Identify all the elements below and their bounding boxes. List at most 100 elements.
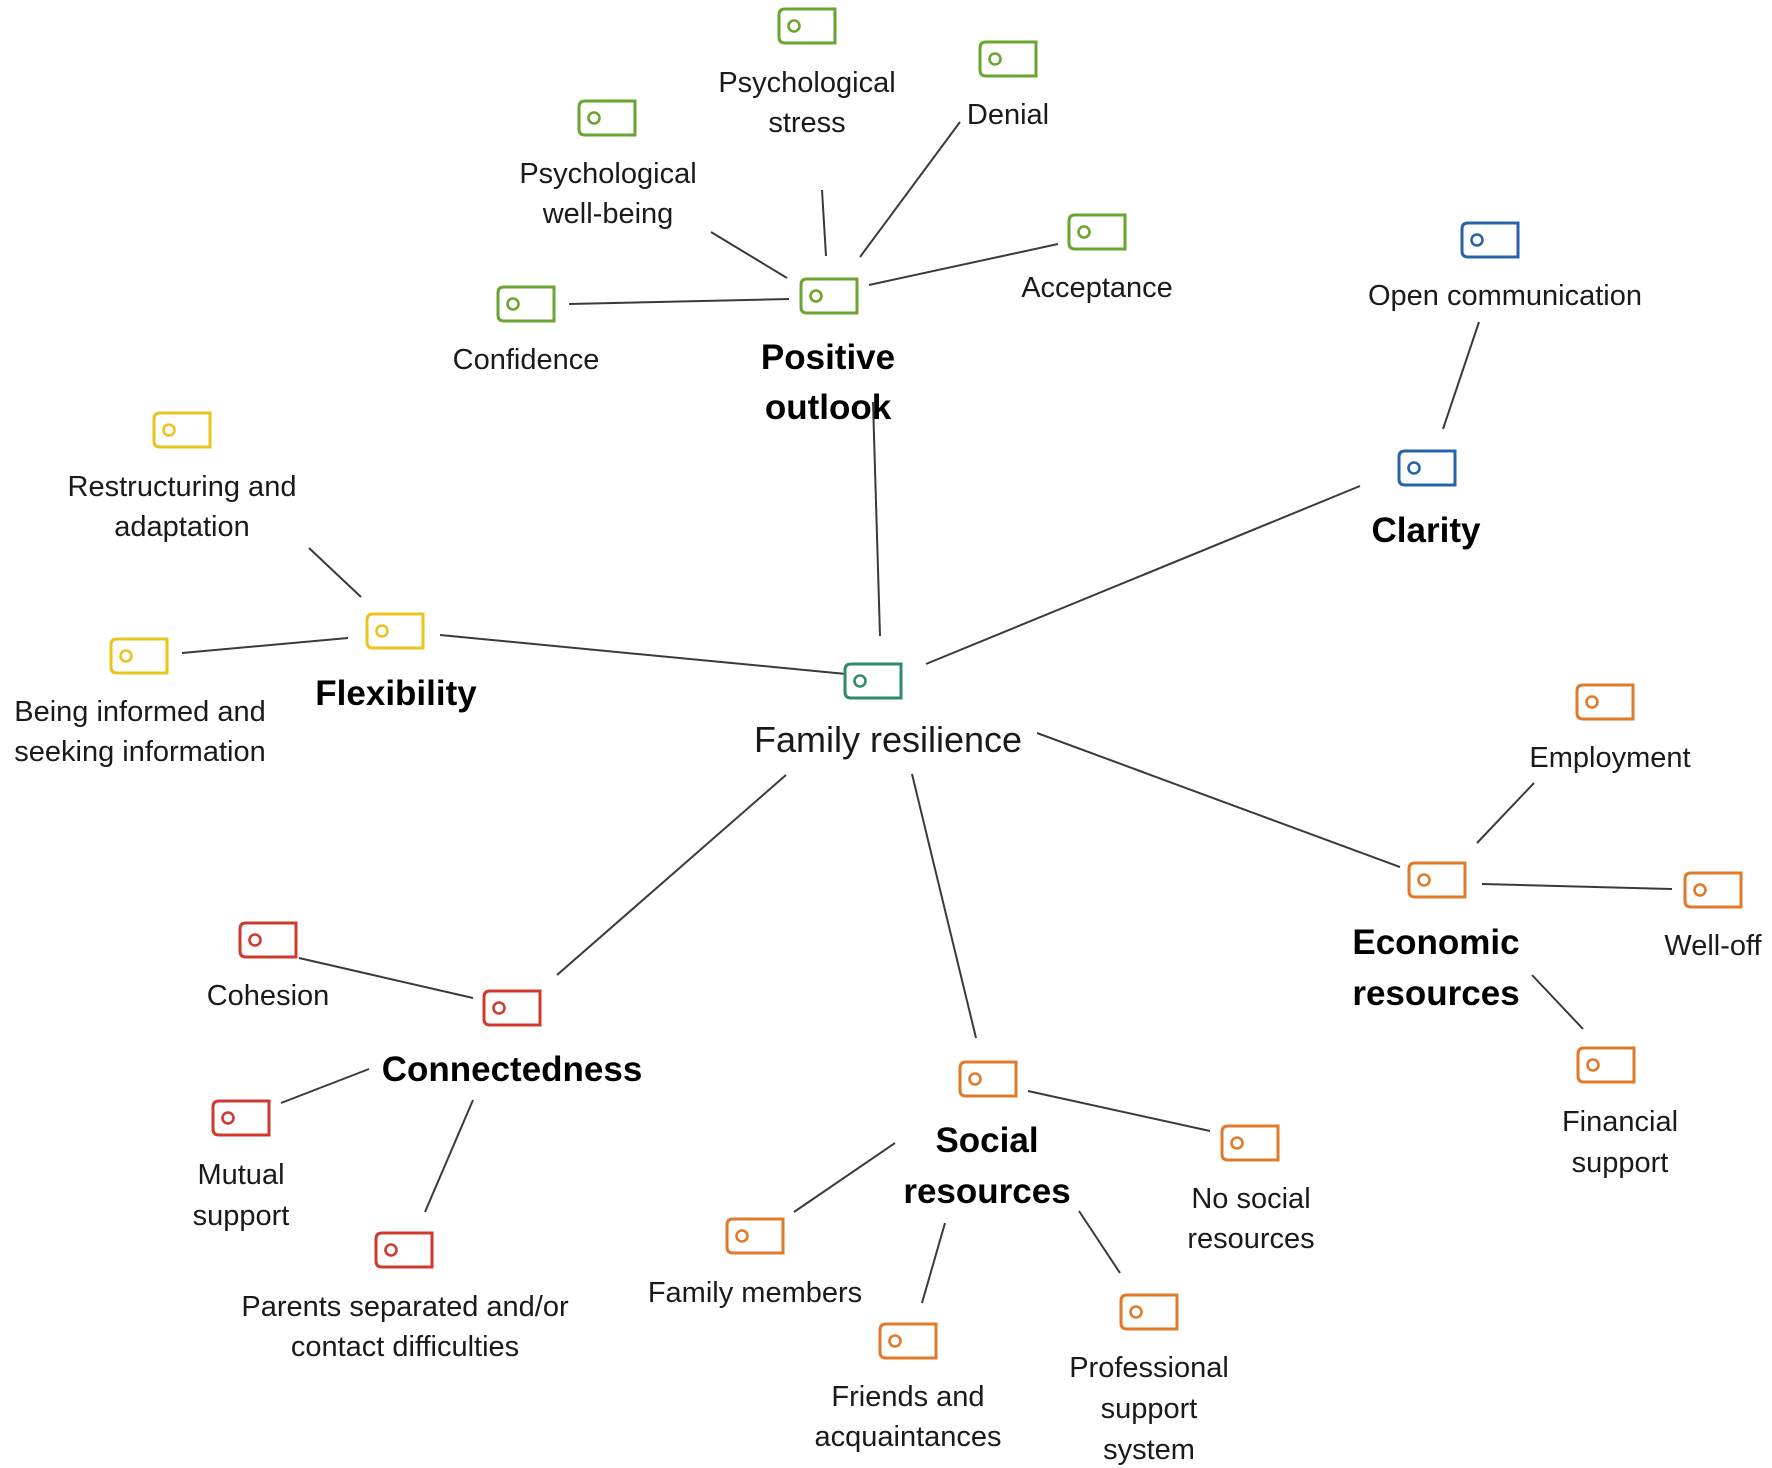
node-friends-and-acquaintances-label-line: Friends and	[831, 1381, 984, 1413]
node-confidence-label-line: Confidence	[453, 344, 600, 376]
connector-line	[181, 637, 349, 654]
connector-line	[872, 401, 881, 637]
tag-icon	[958, 1060, 1018, 1098]
tag-icon	[1460, 221, 1520, 259]
node-well-off-label-line: Well-off	[1664, 930, 1762, 962]
tag-icon	[1683, 871, 1743, 909]
connector-lines	[181, 121, 1673, 1304]
tag-icon	[577, 99, 637, 137]
tag-icon	[1119, 1293, 1179, 1331]
node-psychological-well-being-label-line: Psychological	[519, 158, 696, 190]
node-acceptance-label: Acceptance	[1021, 272, 1173, 304]
connector-line	[424, 1099, 474, 1213]
connector-line	[710, 231, 788, 279]
code-icons	[109, 7, 1743, 1360]
node-open-communication-label: Open communication	[1368, 280, 1642, 312]
connector-line	[1027, 1090, 1211, 1132]
tag-icon	[777, 7, 837, 45]
node-restructuring-and-adaptation-label-line: Restructuring and	[68, 471, 297, 503]
connector-line	[298, 957, 474, 999]
node-flexibility-label-line: Flexibility	[315, 674, 477, 713]
node-cohesion-label: Cohesion	[207, 980, 330, 1012]
node-cohesion-label-line: Cohesion	[207, 980, 330, 1012]
node-economic-resources-label-line: resources	[1352, 974, 1519, 1013]
tag-icon	[211, 1099, 271, 1137]
node-flexibility-label: Flexibility	[315, 674, 477, 713]
node-psychological-stress-label-line: stress	[768, 107, 845, 139]
connector-line	[911, 773, 977, 1039]
node-family-resilience-label: Family resilience	[754, 719, 1022, 760]
connector-line	[1036, 732, 1401, 868]
node-being-informed-label-line: seeking information	[14, 736, 265, 768]
connector-line	[280, 1068, 370, 1104]
node-family-members-label: Family members	[648, 1277, 862, 1309]
tag-icon	[725, 1217, 785, 1255]
node-family-members-label-line: Family members	[648, 1277, 862, 1309]
connector-line	[439, 634, 847, 675]
node-being-informed-label-line: Being informed and	[14, 696, 266, 728]
node-economic-resources-label: Economic resources	[1352, 923, 1519, 1013]
node-mutual-support-label-line: support	[193, 1200, 290, 1232]
node-confidence-label: Confidence	[453, 344, 600, 376]
node-mutual-support-label-line: Mutual	[197, 1159, 284, 1191]
node-connectedness-label-line: Connectedness	[382, 1050, 643, 1089]
node-parents-separated-label-line: Parents separated and/or	[241, 1291, 569, 1323]
tag-icon	[1575, 683, 1635, 721]
connector-line	[568, 298, 790, 305]
node-denial-label-line: Denial	[967, 99, 1049, 131]
node-connectedness-label: Connectedness	[382, 1050, 643, 1089]
node-being-informed-label: Being informed and seeking information	[14, 696, 266, 768]
node-friends-and-acquaintances-label: Friends and acquaintances	[814, 1381, 1001, 1453]
connector-line	[1531, 974, 1584, 1030]
tag-icon	[152, 411, 212, 449]
node-acceptance-label-line: Acceptance	[1021, 272, 1173, 304]
node-restructuring-and-adaptation-label-line: adaptation	[114, 511, 249, 543]
node-employment-label-line: Employment	[1529, 742, 1690, 774]
node-denial-label: Denial	[967, 99, 1049, 131]
node-psychological-well-being-label: Psychological well-being	[519, 158, 696, 230]
node-clarity-label: Clarity	[1372, 511, 1481, 550]
tag-icon	[1220, 1124, 1280, 1162]
node-open-communication-label-line: Open communication	[1368, 280, 1642, 312]
connector-line	[859, 121, 961, 258]
connector-line	[556, 774, 787, 976]
node-positive-outlook-label-line: Positive	[761, 338, 895, 377]
tag-icon	[238, 921, 298, 959]
node-mutual-support-label: Mutual support	[193, 1159, 290, 1232]
node-parents-separated-label: Parents separated and/or contact difficul…	[241, 1291, 569, 1363]
connector-line	[1078, 1210, 1121, 1274]
connector-line	[308, 547, 362, 598]
tag-icon	[496, 285, 556, 323]
node-economic-resources-label-line: Economic	[1352, 923, 1519, 962]
node-social-resources-label-line: resources	[903, 1172, 1070, 1211]
node-financial-support-label-line: support	[1572, 1147, 1669, 1179]
node-no-social-resources-label-line: No social	[1191, 1183, 1310, 1215]
connector-line	[868, 243, 1059, 286]
connector-line	[1481, 883, 1673, 890]
node-employment-label: Employment	[1529, 742, 1690, 774]
tag-icon	[365, 612, 425, 650]
node-restructuring-and-adaptation-label: Restructuring and adaptation	[68, 471, 297, 543]
node-psychological-well-being-label-line: well-being	[542, 198, 674, 230]
tag-icon	[843, 662, 903, 700]
node-parents-separated-label-line: contact difficulties	[291, 1331, 519, 1363]
node-friends-and-acquaintances-label-line: acquaintances	[814, 1421, 1001, 1453]
node-well-off-label: Well-off	[1664, 930, 1762, 962]
tag-icon	[482, 989, 542, 1027]
tag-icon	[799, 277, 859, 315]
tag-icon	[1067, 213, 1127, 251]
node-clarity-label-line: Clarity	[1372, 511, 1481, 550]
connector-line	[1476, 782, 1535, 844]
tag-icon	[109, 637, 169, 675]
connector-line	[821, 189, 827, 257]
tag-icon	[978, 40, 1038, 78]
connector-line	[1442, 321, 1480, 430]
tag-icon	[1397, 449, 1457, 487]
